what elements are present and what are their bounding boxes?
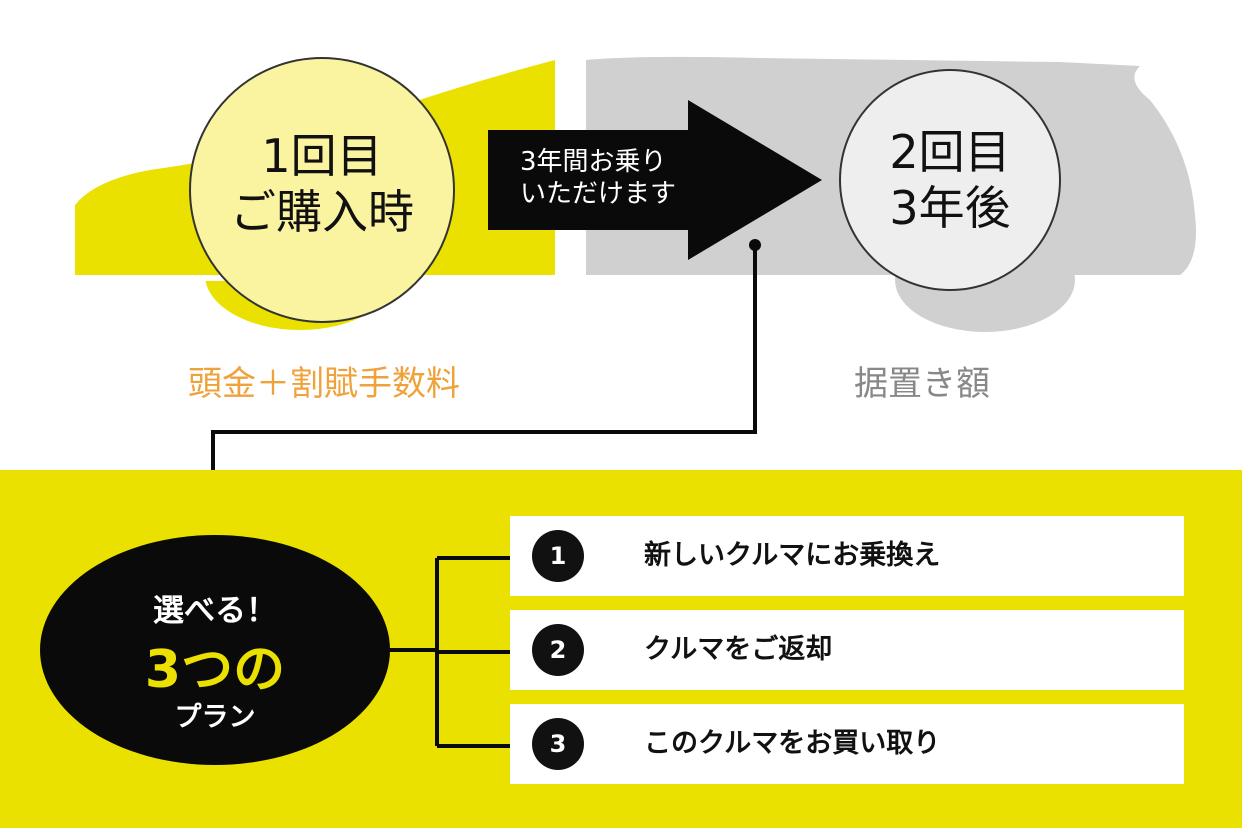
plans-circle-line3: プラン bbox=[174, 702, 256, 733]
plan-label-2: クルマをご返却 bbox=[644, 634, 833, 665]
car-silhouettes bbox=[75, 56, 1196, 470]
second-circle-line1: 2回目 bbox=[889, 125, 1011, 179]
residual-value-label: 据置き額 bbox=[854, 364, 990, 404]
plan-label-1: 新しいクルマにお乗換え bbox=[644, 540, 941, 571]
plans-circle-line1: 選べる！ bbox=[153, 593, 277, 629]
first-purchase-circle bbox=[189, 57, 455, 323]
plan-item-1: 1 新しいクルマにお乗換え bbox=[510, 516, 1184, 596]
plans-circle-line2: 3つの bbox=[144, 640, 286, 700]
second-term-circle bbox=[839, 69, 1061, 291]
first-circle-text: 1回目 ご購入時 bbox=[202, 128, 442, 240]
plan-number-2: 2 bbox=[532, 624, 584, 676]
plan-item-3: 3 このクルマをお買い取り bbox=[510, 704, 1184, 784]
second-circle-line2: 3年後 bbox=[889, 181, 1011, 235]
first-circle-line2: ご購入時 bbox=[230, 185, 414, 239]
plan-item-2: 2 クルマをご返却 bbox=[510, 610, 1184, 690]
plan-number-1: 1 bbox=[532, 530, 584, 582]
plan-number-3: 3 bbox=[532, 718, 584, 770]
arrow-line2: いただけます bbox=[520, 179, 677, 209]
plan-connector bbox=[385, 556, 510, 748]
plan-label-3: このクルマをお買い取り bbox=[644, 728, 941, 759]
down-payment-label: 頭金＋割賦手数料 bbox=[188, 364, 460, 404]
plans-circle: 選べる！ 3つの プラン bbox=[40, 535, 390, 765]
second-circle-text: 2回目 3年後 bbox=[850, 124, 1050, 236]
first-circle-line1: 1回目 bbox=[261, 129, 383, 183]
arrow-line1: 3年間お乗り bbox=[520, 147, 667, 177]
arrow-text: 3年間お乗り いただけます bbox=[520, 146, 720, 210]
connector-line bbox=[211, 245, 757, 470]
arrow-shape bbox=[488, 100, 822, 260]
